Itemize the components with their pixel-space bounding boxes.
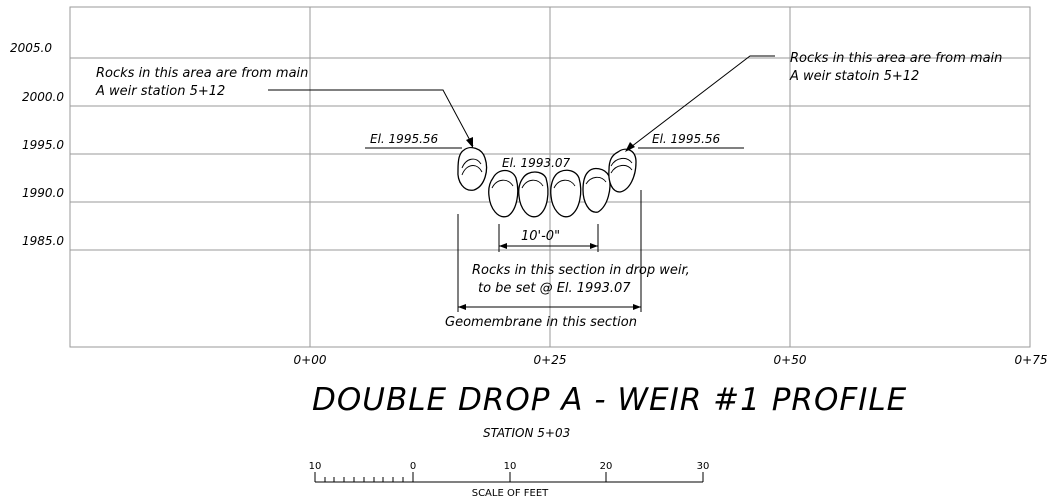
scale-label: 10 (504, 461, 517, 472)
left-elevation-text: El. 1995.56 (370, 132, 439, 146)
elevation-label: 1985.0 (22, 234, 64, 248)
left-leader-arrow (466, 137, 473, 148)
elevation-label: 2005.0 (10, 41, 52, 55)
scale-label: 10 (309, 461, 322, 472)
elevation-labels: 2005.0 2000.0 1995.0 1990.0 1985.0 (10, 41, 64, 248)
left-elevation-callout: El. 1995.56 (365, 132, 462, 149)
right-rock-note-line2: A weir statoin 5+12 (789, 69, 919, 84)
station-label: 0+00 (294, 353, 327, 367)
ten-foot-dimension: 10'-0" (498, 224, 599, 252)
geomembrane-dimension: Geomembrane in this section (445, 190, 642, 330)
right-leader-line (626, 55, 775, 151)
dimension-text: 10'-0" (521, 229, 560, 244)
drop-weir-note-line1: Rocks in this section in drop weir, (472, 263, 690, 278)
station-label: 0+50 (774, 353, 807, 367)
weir-rocks (457, 147, 637, 218)
drawing-subtitle: STATION 5+03 (483, 426, 570, 440)
rock-right-end (608, 148, 637, 193)
drawing-title: DOUBLE DROP A - WEIR #1 PROFILE (312, 382, 907, 418)
station-label: 0+75 (1015, 353, 1048, 367)
scale-label: 30 (697, 461, 710, 472)
right-rock-note: Rocks in this area are from main A weir … (625, 51, 1002, 152)
scale-label: 0 (410, 461, 416, 472)
right-elevation-callout: El. 1995.56 (638, 132, 744, 149)
left-rock-note-line1: Rocks in this area are from main (96, 66, 308, 81)
drop-weir-note-line2: to be set @ El. 1993.07 (478, 281, 631, 296)
elevation-label: 1990.0 (22, 186, 64, 200)
geomembrane-note: Geomembrane in this section (445, 315, 637, 330)
left-leader-line (268, 89, 474, 147)
left-rock-note-line2: A weir station 5+12 (95, 84, 225, 99)
right-leader-arrow (625, 142, 635, 152)
elevation-label: 1995.0 (22, 138, 64, 152)
center-elevation-text: El. 1993.07 (502, 156, 571, 170)
rock (582, 167, 611, 213)
left-rock-note: Rocks in this area are from main A weir … (95, 66, 474, 148)
elevation-label: 2000.0 (22, 90, 64, 104)
scale-label: 20 (600, 461, 613, 472)
scale-minor-ticks (324, 477, 404, 482)
profile-grid (69, 6, 1031, 348)
station-labels: 0+00 0+25 0+50 0+75 (294, 353, 1048, 367)
scale-bar: 10 0 10 20 30 SCALE OF FEET (309, 461, 710, 499)
right-elevation-text: El. 1995.56 (652, 132, 721, 146)
station-label: 0+25 (534, 353, 567, 367)
rock (550, 169, 582, 218)
scale-caption: SCALE OF FEET (472, 488, 549, 499)
rock-left-end (457, 147, 488, 191)
right-rock-note-line1: Rocks in this area are from main (790, 51, 1002, 66)
rock (488, 169, 519, 218)
rock (518, 171, 549, 218)
